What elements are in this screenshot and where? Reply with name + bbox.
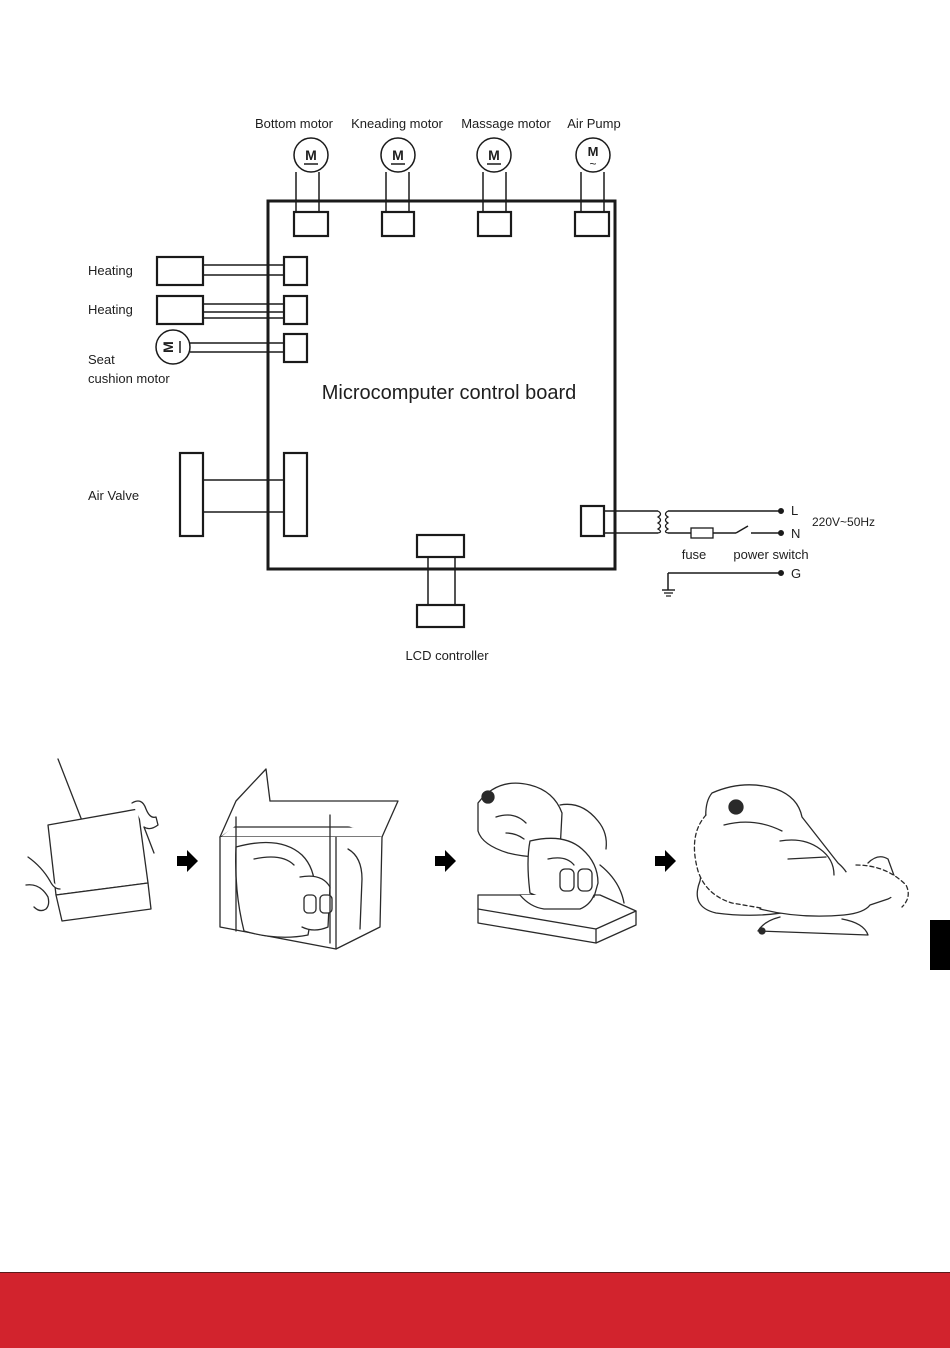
terminal-l-label: L <box>791 503 798 518</box>
air-valve-element <box>180 453 307 536</box>
right-arrow-icon <box>435 850 456 872</box>
voltage-label: 220V~50Hz <box>812 515 875 529</box>
kneading-motor-glyph: M <box>392 147 404 163</box>
wiring-diagram: M M M M ~ M Bottom motor Kneading motor … <box>0 0 950 680</box>
step-arrow-1 <box>177 850 198 872</box>
seat-cushion-motor-symbol <box>156 330 307 364</box>
reclining-chair-icon <box>694 785 908 935</box>
right-arrow-icon <box>177 850 198 872</box>
step-arrow-3 <box>655 850 676 872</box>
seat-label-line1: Seat <box>88 352 115 367</box>
terminal-n-label: N <box>791 526 800 541</box>
massage-chair-icon <box>478 783 636 943</box>
heating-2-element <box>157 296 307 324</box>
seat-motor-glyph: M <box>160 341 176 353</box>
terminal-g-label: G <box>791 566 801 581</box>
fuse-label: fuse <box>682 547 707 562</box>
massage-motor-label: Massage motor <box>461 116 551 131</box>
carton-lift-icon <box>26 759 158 921</box>
boxed-chair-icon <box>220 769 398 949</box>
heating-2-label: Heating <box>88 302 133 317</box>
lcd-controller-label: LCD controller <box>405 648 489 663</box>
air-pump-label: Air Pump <box>567 116 620 131</box>
lcd-controller-element <box>417 535 464 627</box>
heating-1-element <box>157 257 307 285</box>
power-switch-symbol <box>736 526 748 533</box>
bottom-motor-label: Bottom motor <box>255 116 334 131</box>
right-arrow-icon <box>655 850 676 872</box>
air-pump-tilde: ~ <box>589 157 596 171</box>
section-tab <box>930 920 950 970</box>
ground-icon <box>662 590 675 596</box>
massage-motor-glyph: M <box>488 147 500 163</box>
seat-label-line2: cushion motor <box>88 371 170 386</box>
bottom-motor-glyph: M <box>305 147 317 163</box>
heating-1-label: Heating <box>88 263 133 278</box>
unpacking-steps <box>0 745 950 975</box>
footer-band <box>0 1272 950 1348</box>
kneading-motor-label: Kneading motor <box>351 116 443 131</box>
power-switch-label: power switch <box>733 547 808 562</box>
fuse-symbol <box>691 528 713 538</box>
board-label: Microcomputer control board <box>322 382 577 404</box>
step-arrow-2 <box>435 850 456 872</box>
air-valve-label: Air Valve <box>88 488 139 503</box>
